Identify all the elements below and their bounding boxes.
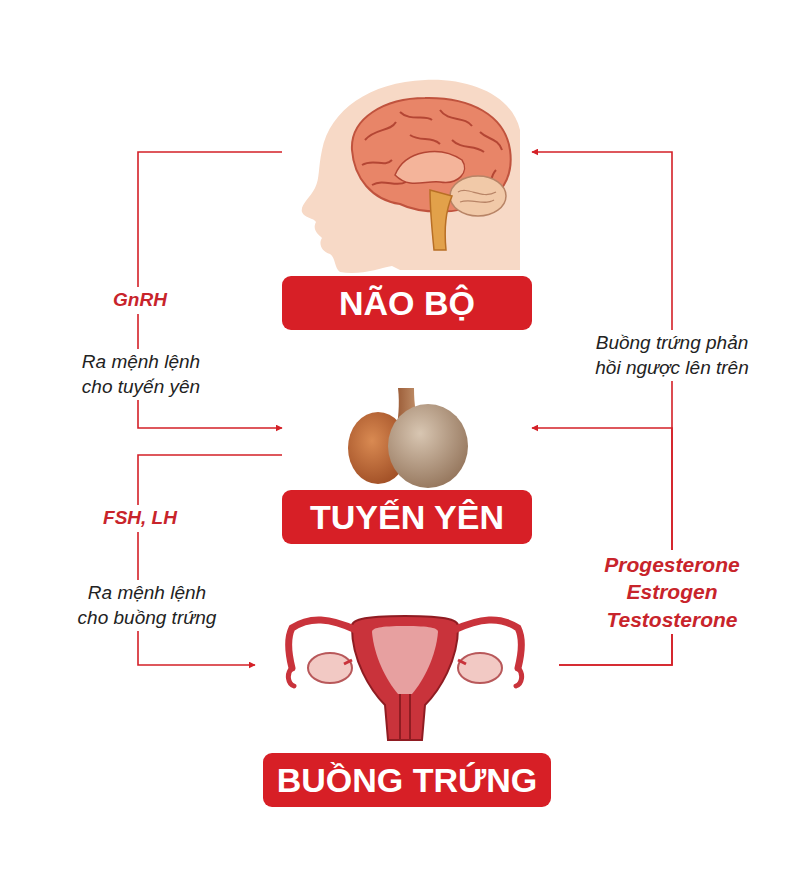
organ-banner: TUYẾN YÊN [282, 490, 532, 544]
organ-node: TUYẾN YÊN [282, 382, 532, 544]
pituitary-illustration [348, 388, 468, 488]
edge-label: Buồng trứng phản hồi ngược lên trên [582, 330, 762, 381]
note-text: Ra mệnh lệnh cho tuyến yên [66, 349, 216, 400]
edge-label: Progesterone Estrogen Testosterone [592, 550, 752, 634]
organ-node: NÃO BỘ [282, 75, 532, 330]
note-text: Ra mệnh lệnh cho buồng trứng [67, 580, 227, 631]
edge-label: GnRH [95, 287, 185, 314]
uterus-illustration [288, 616, 521, 740]
organ-banner: BUỒNG TRỨNG [263, 753, 552, 807]
organ-node: BUỒNG TRỨNG [255, 600, 559, 807]
organ-banner: NÃO BỘ [282, 276, 532, 330]
head-illustration [302, 80, 520, 273]
edge-label: FSH, LH [90, 505, 190, 532]
hormone-arrow [138, 455, 282, 665]
